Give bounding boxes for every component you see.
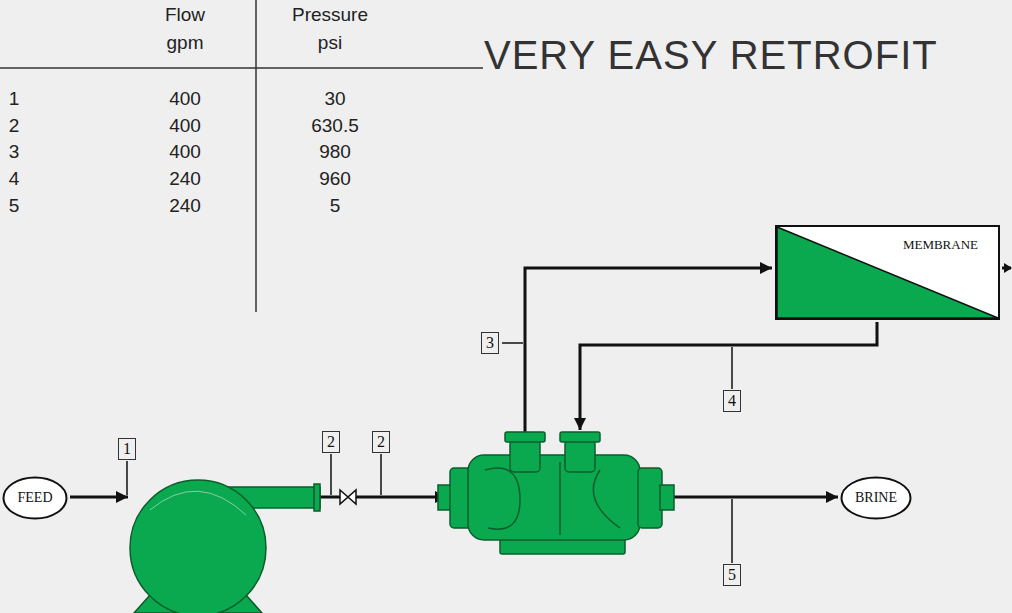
brine-pipe (674, 496, 838, 499)
pressure-value: 5 (330, 195, 341, 217)
brine-terminal: BRINE (840, 476, 912, 520)
membrane-unit: MEMBRANE (775, 225, 1000, 320)
callout-number: 5 (723, 564, 741, 586)
page-title: VERY EASY RETROFIT (484, 34, 938, 76)
terminal-label: BRINE (840, 490, 912, 506)
pressure-value: 960 (319, 168, 351, 190)
table-rule (0, 67, 483, 69)
feed-pipe (70, 496, 128, 499)
callout-number: 1 (118, 438, 136, 460)
valve-symbol (340, 490, 356, 504)
inlet-pipe (356, 496, 447, 499)
pressure-value: 630.5 (311, 115, 359, 137)
stream-number: 4 (9, 168, 20, 190)
high-pressure-pipe (525, 268, 772, 434)
flow-value: 240 (169, 195, 201, 217)
stream-number: 1 (9, 88, 20, 110)
column-unit: psi (318, 32, 342, 54)
flow-value: 400 (169, 88, 201, 110)
stream-number: 5 (9, 195, 20, 217)
callout-number: 2 (322, 431, 340, 453)
column-header: Flow (165, 4, 205, 26)
stream-number: 3 (9, 141, 20, 163)
unit-label: MEMBRANE (903, 237, 978, 253)
reject-pipe (580, 322, 877, 430)
flow-value: 240 (169, 168, 201, 190)
callout-number: 3 (481, 332, 499, 354)
table-rule (255, 0, 257, 312)
callout-number: 2 (372, 431, 390, 453)
callout-number: 4 (723, 390, 741, 412)
pressure-value: 30 (324, 88, 345, 110)
column-unit: gpm (167, 32, 204, 54)
permeate-arrow (1004, 263, 1012, 273)
flow-value: 400 (169, 141, 201, 163)
feed-terminal: FEED (2, 476, 68, 520)
pressure-value: 980 (319, 141, 351, 163)
stream-number: 2 (9, 115, 20, 137)
discharge-pipe (320, 496, 340, 499)
pressure-exchanger (438, 432, 674, 554)
feed-pump (130, 480, 320, 613)
column-header: Pressure (292, 4, 368, 26)
flow-value: 400 (169, 115, 201, 137)
terminal-label: FEED (2, 490, 68, 506)
